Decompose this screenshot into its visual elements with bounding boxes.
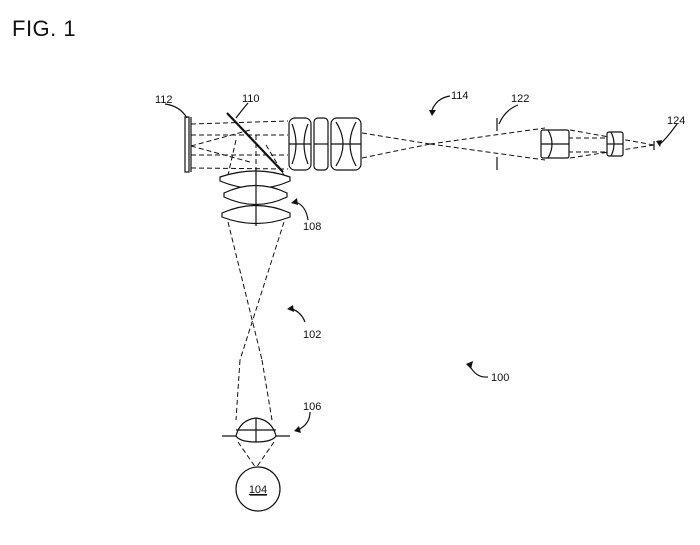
lens-group-114 (288, 117, 362, 171)
object-104-circle (235, 466, 281, 512)
beam-splitter-110 (226, 112, 284, 173)
label-114: 114 (451, 90, 469, 102)
label-108: 108 (303, 221, 321, 233)
label-122: 122 (511, 93, 529, 105)
label-124: 124 (667, 115, 685, 127)
label-100: 100 (491, 372, 509, 384)
lens-group-108 (219, 168, 291, 226)
leader-lines (164, 95, 678, 433)
label-112: 112 (155, 94, 173, 106)
label-106: 106 (303, 401, 321, 413)
label-102: 102 (303, 329, 321, 341)
figure-title: FIG. 1 (12, 16, 77, 41)
horizontal-ray-bundle (190, 120, 655, 170)
eyepiece-lenses (540, 129, 624, 159)
lens-106 (222, 417, 290, 443)
label-104: 104 (249, 484, 267, 496)
label-110: 110 (242, 93, 260, 105)
reflector-112 (184, 116, 192, 173)
